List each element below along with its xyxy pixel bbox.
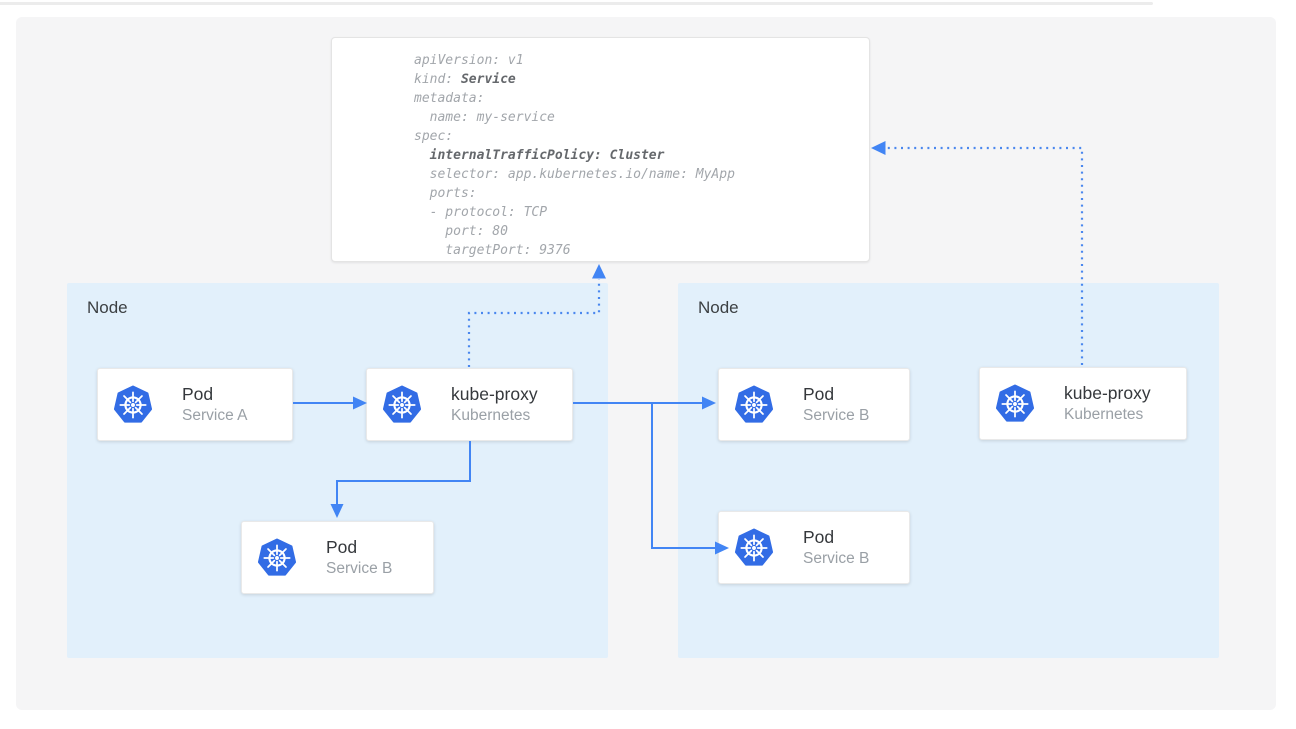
- yaml-line: - protocol: TCP: [414, 205, 548, 220]
- card-subtitle: Kubernetes: [451, 406, 531, 424]
- yaml-line: kind: Service: [414, 72, 516, 87]
- node-panel-right: Node: [678, 283, 1219, 658]
- yaml-line: internalTrafficPolicy: Cluster: [429, 148, 665, 163]
- yaml-line: name: my-service: [414, 110, 555, 125]
- yaml-line: port: 80: [414, 224, 508, 239]
- top-divider-line: [0, 2, 1153, 5]
- yaml-line: apiVersion: v1: [414, 53, 524, 68]
- node-panel-left: Node: [67, 283, 608, 658]
- pod-service-b-right-bottom-card: Pod Service B: [718, 511, 910, 584]
- yaml-line: selector: app.kubernetes.io/name: MyApp: [414, 167, 735, 182]
- yaml-line: targetPort: 9376: [414, 243, 571, 258]
- kubernetes-logo-icon: [995, 384, 1035, 424]
- kubernetes-logo-icon: [113, 385, 153, 425]
- card-title: Pod: [326, 536, 358, 557]
- pod-service-a-card: Pod Service A: [97, 368, 293, 441]
- yaml-line: ports:: [414, 186, 477, 201]
- yaml-line: metadata:: [414, 91, 485, 106]
- card-subtitle: Service B: [803, 406, 870, 424]
- yaml-line: spec:: [414, 129, 454, 144]
- kube-proxy-right-card: kube-proxy Kubernetes: [979, 367, 1187, 440]
- pod-service-b-right-top-card: Pod Service B: [718, 368, 910, 441]
- card-title: Pod: [803, 526, 835, 547]
- kubernetes-logo-icon: [382, 385, 422, 425]
- card-subtitle: Service B: [326, 559, 393, 577]
- pod-service-b-left-card: Pod Service B: [241, 521, 434, 594]
- card-subtitle: Service B: [803, 549, 870, 567]
- card-subtitle: Kubernetes: [1064, 405, 1144, 423]
- card-title: Pod: [182, 383, 214, 404]
- kube-proxy-left-card: kube-proxy Kubernetes: [366, 368, 573, 441]
- node-label: Node: [698, 298, 739, 317]
- service-yaml-card: apiVersion: v1 kind: Service metadata: n…: [331, 37, 870, 262]
- card-title: kube-proxy: [451, 383, 538, 404]
- kubernetes-logo-icon: [734, 528, 774, 568]
- kubernetes-logo-icon: [734, 385, 774, 425]
- card-title: Pod: [803, 383, 835, 404]
- card-title: kube-proxy: [1064, 382, 1151, 403]
- card-subtitle: Service A: [182, 406, 248, 424]
- node-label: Node: [87, 298, 128, 317]
- kubernetes-logo-icon: [257, 538, 297, 578]
